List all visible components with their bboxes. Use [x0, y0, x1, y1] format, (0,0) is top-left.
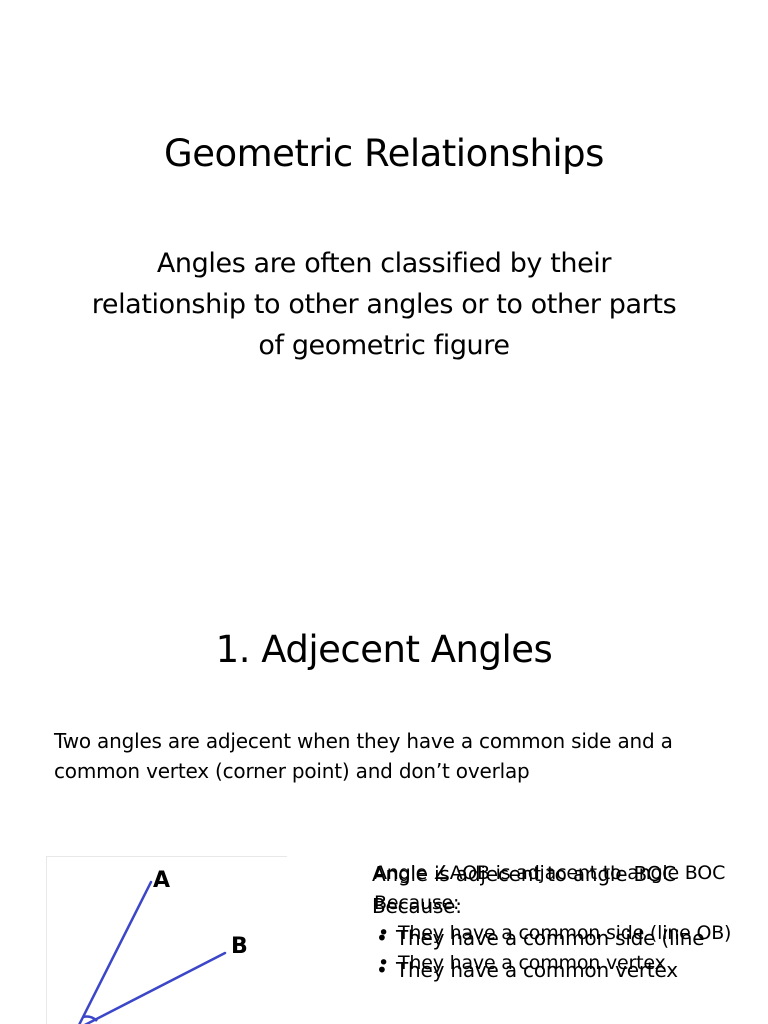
- slide-adjacent-angles: 1. Adjecent Angles Two angles are adjece…: [0, 576, 768, 1024]
- slide-title: 1. Adjecent Angles: [215, 628, 553, 671]
- explanation-because: Because:: [372, 894, 462, 918]
- bullet-common-side: They have a common side (line OB): [374, 918, 764, 948]
- explanation-bullets: They have a common side (line OB) They h…: [374, 918, 764, 978]
- slide-geometric-relationships: Geometric Relationships Angles are often…: [91, 132, 677, 361]
- slide-subtitle: Angles are often classified by their rel…: [91, 248, 677, 361]
- definition-text: Two angles are adjecent when they have a…: [54, 729, 673, 783]
- adjacent-angles-figure: A B: [46, 856, 287, 1024]
- ray-oa: [78, 880, 153, 1024]
- ray-ob: [84, 951, 227, 1024]
- explanation-because: Because:: [374, 892, 460, 914]
- explanation-intro: Angle is adjecent to angle BOC: [372, 862, 676, 886]
- explanation-intro: Angle ∠AOB is adjacent to angle BOC: [374, 862, 726, 884]
- bullet-common-vertex: They have a common vertex: [374, 948, 764, 978]
- angle-diagram: A B: [78, 868, 248, 1024]
- slide-title: Geometric Relationships: [164, 132, 604, 175]
- label-b: B: [231, 934, 248, 959]
- angle-arc: [82, 1015, 98, 1022]
- explanation-layer-secondary: Angle ∠AOB is adjacent to angle BOC Beca…: [374, 858, 764, 978]
- label-a: A: [153, 868, 170, 893]
